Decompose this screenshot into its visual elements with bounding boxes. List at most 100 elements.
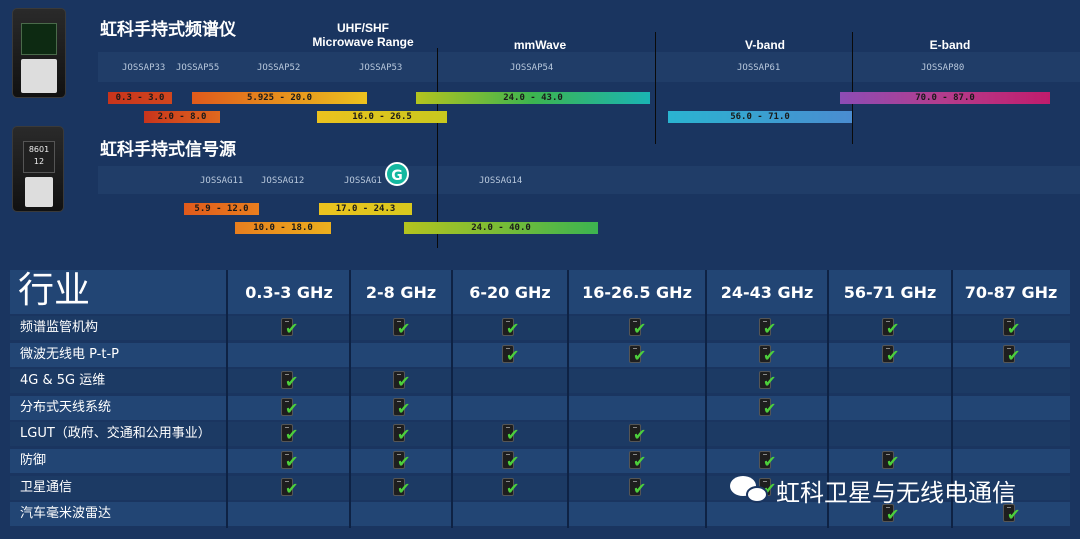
table-row: 微波无线电 P-t-P ✔ ✔ ✔ ✔ ✔ — [10, 342, 1070, 367]
range-bar: 70.0 - 87.0 — [840, 92, 1050, 104]
industry-column-header: 行业 — [18, 270, 91, 311]
range-bar: 17.0 - 24.3 — [319, 203, 412, 215]
grammarly-g-icon[interactable]: G — [385, 162, 409, 186]
check-icon: ✔ — [627, 449, 647, 473]
model-label: JOSSAP61 — [737, 63, 781, 73]
generator-section-title: 虹科手持式信号源 — [100, 140, 236, 160]
check-icon: ✔ — [627, 343, 647, 367]
check-icon: ✔ — [391, 476, 411, 500]
check-icon: ✔ — [1001, 502, 1021, 526]
model-label: JOSSAP52 — [257, 63, 301, 73]
check-icon: ✔ — [500, 449, 520, 473]
range-bar: 2.0 - 8.0 — [144, 111, 220, 123]
column-divider — [349, 270, 351, 528]
check-icon: ✔ — [627, 476, 647, 500]
column-header: 0.3-3 GHz — [245, 283, 333, 302]
column-header: 2-8 GHz — [365, 283, 437, 302]
table-row: 4G & 5G 运维 ✔ ✔ ✔ — [10, 369, 1070, 394]
band-divider — [437, 48, 438, 248]
column-divider — [827, 270, 829, 528]
model-label: JOSSAP80 — [921, 63, 965, 73]
range-bar: 24.0 - 43.0 — [416, 92, 650, 104]
check-icon: ✔ — [757, 343, 777, 367]
model-label: JOSSAG11 — [200, 176, 244, 186]
industry-label: 微波无线电 P-t-P — [20, 346, 120, 362]
check-icon: ✔ — [391, 316, 411, 340]
table-row: LGUT（政府、交通和公用事业） ✔ ✔ ✔ ✔ — [10, 422, 1070, 447]
range-bar: 56.0 - 71.0 — [668, 111, 852, 123]
wechat-watermark: 虹科卫星与无线电通信 — [728, 472, 1016, 508]
band-header-mmwave: mmWave — [513, 38, 567, 52]
range-bar: 5.9 - 12.0 — [184, 203, 259, 215]
check-icon: ✔ — [500, 476, 520, 500]
table-row: 汽车毫米波雷达 ✔ ✔ — [10, 502, 1070, 527]
wechat-icon — [728, 474, 772, 506]
column-divider — [705, 270, 707, 528]
industry-label: 4G & 5G 运维 — [20, 373, 106, 389]
column-header: 56-71 GHz — [843, 283, 937, 302]
check-icon: ✔ — [757, 369, 777, 393]
check-icon: ✔ — [880, 343, 900, 367]
table-header-row: 行业 0.3-3 GHz 2-8 GHz 6-20 GHz 16-26.5 GH… — [10, 270, 1070, 314]
model-label: JOSSAP55 — [176, 63, 220, 73]
table-row: 分布式天线系统 ✔ ✔ ✔ — [10, 395, 1070, 420]
check-icon: ✔ — [627, 422, 647, 446]
check-icon: ✔ — [391, 396, 411, 420]
model-label: JOSSAG12 — [261, 176, 305, 186]
check-icon: ✔ — [757, 449, 777, 473]
check-icon: ✔ — [500, 316, 520, 340]
model-label: JOSSAP54 — [510, 63, 554, 73]
check-icon: ✔ — [279, 449, 299, 473]
check-icon: ✔ — [279, 316, 299, 340]
band-divider — [655, 32, 656, 144]
check-icon: ✔ — [500, 343, 520, 367]
check-icon: ✔ — [500, 422, 520, 446]
watermark-text: 虹科卫星与无线电通信 — [776, 478, 1016, 507]
range-bar: 0.3 - 3.0 — [108, 92, 172, 104]
column-divider — [567, 270, 569, 528]
check-icon: ✔ — [279, 396, 299, 420]
column-divider — [951, 270, 953, 528]
check-icon: ✔ — [880, 502, 900, 526]
spectrum-analyzer-device-image — [12, 8, 66, 98]
industry-label: 分布式天线系统 — [20, 399, 112, 415]
check-icon: ✔ — [627, 316, 647, 340]
industry-label: LGUT（政府、交通和公用事业） — [20, 426, 211, 442]
check-icon: ✔ — [279, 369, 299, 393]
industry-label: 频谱监管机构 — [20, 320, 99, 335]
analyzer-section-title: 虹科手持式频谱仪 — [100, 20, 236, 40]
check-icon: ✔ — [279, 422, 299, 446]
column-header: 6-20 GHz — [469, 283, 551, 302]
band-header-eband: E-band — [929, 38, 971, 52]
check-icon: ✔ — [1001, 343, 1021, 367]
check-icon: ✔ — [279, 476, 299, 500]
range-bar: 16.0 - 26.5 — [317, 111, 447, 123]
check-icon: ✔ — [391, 422, 411, 446]
model-label: JOSSAG1 — [344, 176, 382, 186]
industry-label: 卫星通信 — [20, 479, 73, 495]
band-header-uhf: UHF/SHF Microwave Range — [312, 21, 414, 49]
column-divider — [451, 270, 453, 528]
check-icon: ✔ — [880, 316, 900, 340]
check-icon: ✔ — [391, 369, 411, 393]
check-icon: ✔ — [1001, 316, 1021, 340]
band-header-vband: V-band — [744, 38, 785, 52]
column-header: 16-26.5 GHz — [582, 283, 692, 302]
model-label: JOSSAP33 — [122, 63, 166, 73]
model-label: JOSSAG14 — [479, 176, 523, 186]
column-divider — [226, 270, 228, 528]
column-header: 70-87 GHz — [964, 283, 1058, 302]
column-header: 24-43 GHz — [720, 283, 814, 302]
range-bar: 24.0 - 40.0 — [404, 222, 598, 234]
check-icon: ✔ — [391, 449, 411, 473]
check-icon: ✔ — [757, 396, 777, 420]
check-icon: ✔ — [880, 449, 900, 473]
table-row: 防御✔✔✔✔✔✔ — [10, 449, 1070, 473]
industry-label: 汽车毫米波雷达 — [20, 506, 112, 522]
range-bar: 5.925 - 20.0 — [192, 92, 367, 104]
model-label: JOSSAP53 — [359, 63, 403, 73]
generator-model-strip — [98, 166, 1080, 194]
table-row: 频谱监管机构✔✔✔✔✔✔✔ — [10, 316, 1070, 340]
